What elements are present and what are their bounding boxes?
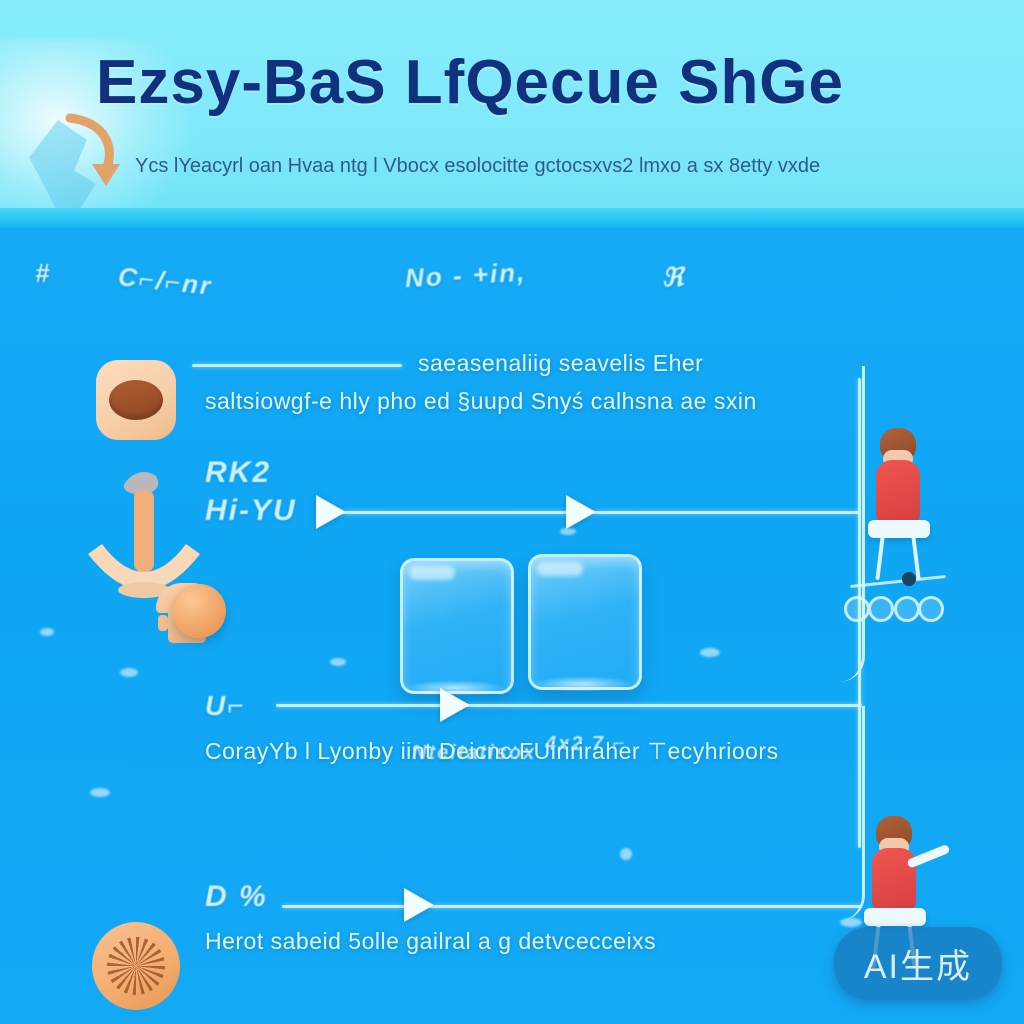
person-arm: [906, 843, 951, 869]
lamp-ear-left: [158, 615, 168, 631]
row-4-arrow-marker: [404, 888, 434, 922]
swirl-circle-icon[interactable]: [92, 922, 180, 1010]
row-2-arrow-marker-2: [566, 495, 596, 529]
middle-box-left[interactable]: [400, 558, 514, 694]
scribble-glyph-1: #: [35, 258, 52, 288]
row-2-label-top: RK2: [205, 456, 272, 489]
capsule-blob-shape: [109, 380, 163, 420]
bike-hub: [902, 572, 916, 586]
ai-generated-watermark: AI生成: [833, 927, 1002, 1000]
bike-frame: [850, 574, 946, 589]
speck-decoration: [700, 648, 720, 657]
row-4-connector-line: [282, 905, 862, 908]
speck-decoration: [620, 848, 632, 860]
row-4-label-main: Herot sabeid 5olle gailral a g detvcecce…: [205, 928, 657, 954]
row-2-label-main: Hi-YU: [205, 494, 297, 527]
person-seat: [864, 908, 926, 926]
row-3-elbow-connector: [600, 706, 865, 921]
scribble-glyph-4: ℜ: [662, 262, 686, 292]
header-glow-decoration: [0, 40, 200, 208]
scribble-glyph-3: No - +in,: [404, 256, 527, 294]
header-divider-band: [0, 208, 1024, 228]
speck-decoration: [560, 528, 576, 535]
box-sheen-highlight: [409, 566, 455, 580]
capsule-tile-icon[interactable]: [96, 360, 176, 440]
curved-arrow-icon: [65, 113, 120, 186]
row-3-label-top: U⌐: [205, 690, 246, 721]
bike-wheel: [894, 596, 920, 622]
speck-decoration: [40, 628, 54, 636]
scribble-glyph-2: C⌐/⌐nr: [116, 261, 214, 301]
seated-person-upper: [862, 428, 936, 581]
middle-box-right[interactable]: [528, 554, 642, 690]
row-2-connector-line: [340, 511, 860, 514]
row-2-arrow-marker: [316, 495, 346, 529]
row-3-arrow-marker: [440, 688, 470, 722]
row-3-connector-line: [276, 704, 862, 707]
box-sheen-highlight: [537, 562, 583, 576]
person-seat: [868, 520, 930, 538]
bike-wheel: [918, 596, 944, 622]
bike-wheel: [844, 596, 870, 622]
anchor-icon[interactable]: [84, 468, 204, 618]
ball-icon[interactable]: [172, 584, 226, 638]
seated-person-lower: [858, 816, 951, 969]
speck-decoration: [120, 668, 138, 677]
speck-decoration: [330, 658, 346, 666]
row-1-elbow-connector: [600, 366, 865, 682]
speck-decoration: [840, 918, 862, 927]
middle-box-left-label: Nteitatisox: [412, 742, 537, 764]
swirl-pattern-shape: [107, 937, 165, 995]
person-torso: [876, 460, 920, 522]
row-1-label-top: saeasenaliig seavelis Eher: [418, 350, 704, 376]
poster-body: # C⌐/⌐nr No - +in, ℜ saeasenaliig seavel…: [0, 228, 1024, 1024]
row-1-label-main: saltsiowgf-e hly pho ed §uupd Snyś calhs…: [205, 388, 757, 414]
page-subtitle: Ycs lYeacyrl oan Hvaa ntg l Vbocx esoloc…: [135, 155, 821, 177]
speck-decoration: [90, 788, 110, 797]
bicycle-icon: [842, 568, 962, 630]
row-3-label-main: CorayYb l Lyonby iint Deicnc:FUiririrahe…: [205, 738, 779, 764]
poster-header: Ezsy-BaS LfQecue ShGe Ycs lYeacyrl oan H…: [0, 0, 1024, 208]
page-title: Ezsy-BaS LfQecue ShGe: [96, 48, 845, 117]
person-torso: [872, 848, 916, 910]
middle-box-right-label: 4x2 7 ⌐: [545, 733, 627, 755]
row-1-connector-line: [192, 364, 402, 367]
box-shadow-right: [530, 676, 634, 692]
row-4-label-top: D %: [205, 880, 268, 913]
bike-wheel: [868, 596, 894, 622]
